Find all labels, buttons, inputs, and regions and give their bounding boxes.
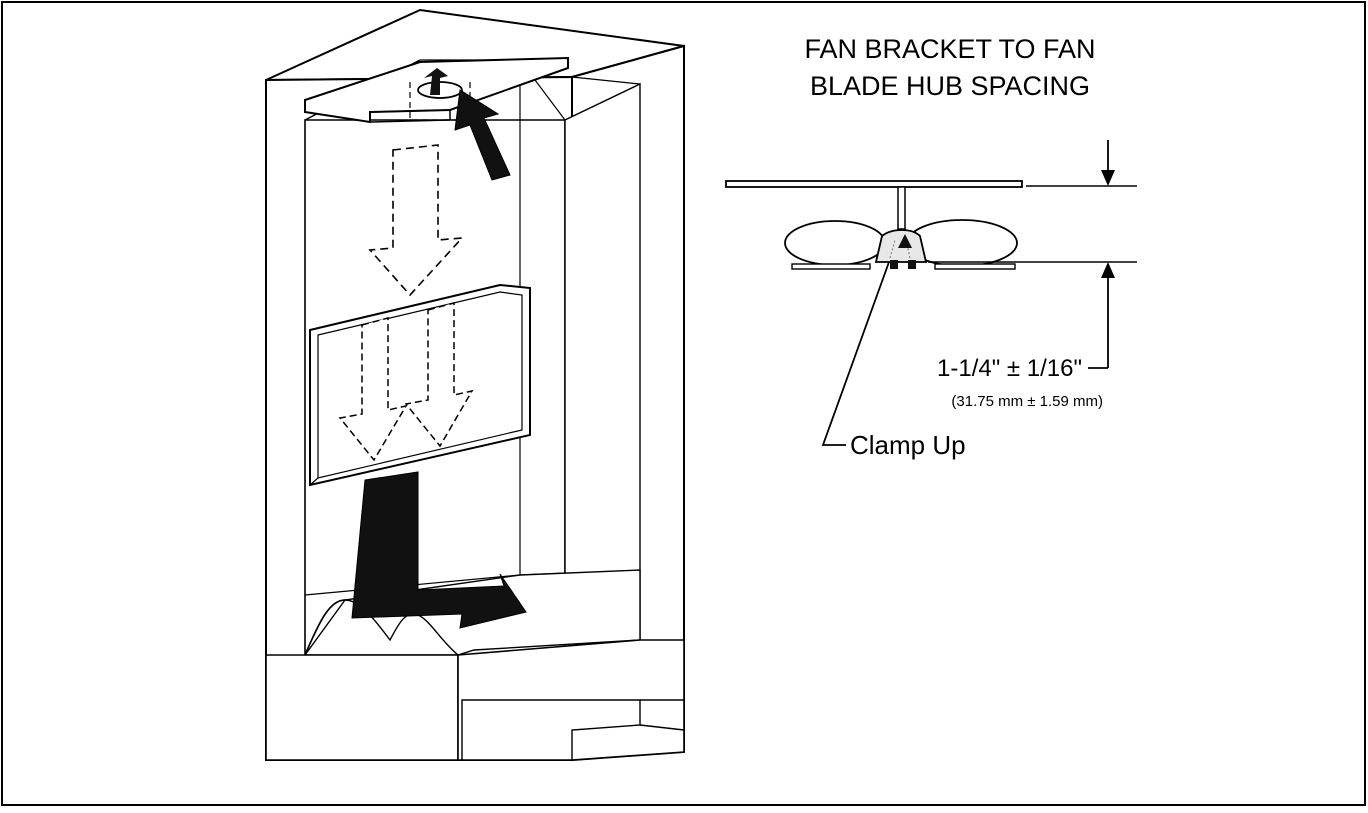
fan-spacing-detail: 1-1/4" ± 1/16" (31.75 mm ± 1.59 mm) Clam… bbox=[725, 140, 1137, 460]
diagram-title-line1: FAN BRACKET TO FAN bbox=[804, 34, 1095, 64]
dimension-metric: (31.75 mm ± 1.59 mm) bbox=[951, 393, 1103, 410]
diagram-title-line2: BLADE HUB SPACING bbox=[810, 71, 1090, 101]
downflow-arrow-dashed bbox=[368, 144, 464, 297]
discharge-airflow-arrow bbox=[351, 471, 527, 629]
intake-airflow-arrow bbox=[454, 89, 511, 181]
clamp-callout-label: Clamp Up bbox=[850, 430, 966, 460]
fan-shaft bbox=[897, 186, 906, 230]
fan-blade-left bbox=[784, 220, 886, 266]
clamp-callout-leader bbox=[821, 261, 890, 446]
cabinet-illustration bbox=[265, 8, 685, 762]
fan-bracket-plate bbox=[725, 180, 1023, 188]
dimension-imperial: 1-1/4" ± 1/16" bbox=[937, 355, 1082, 382]
